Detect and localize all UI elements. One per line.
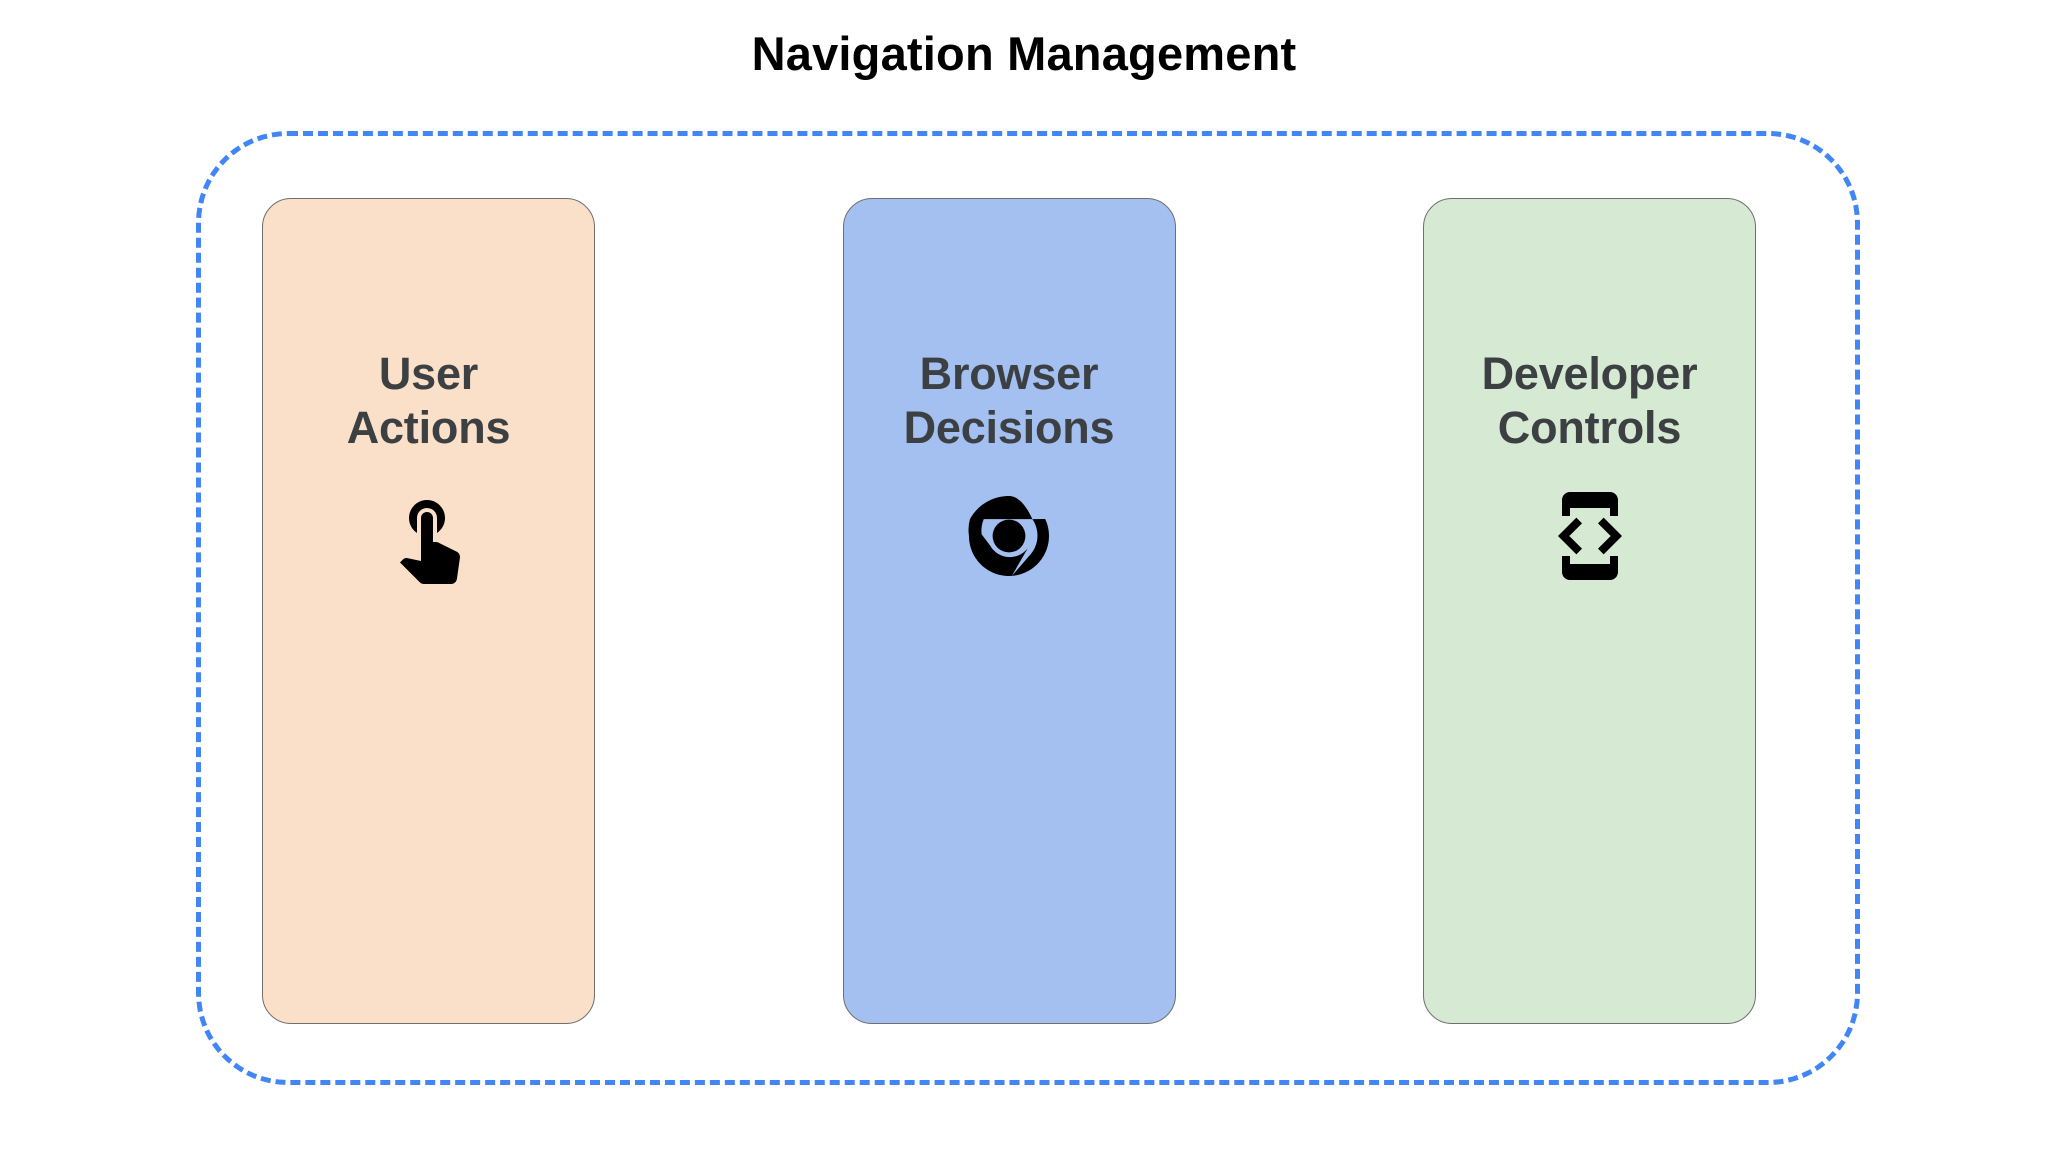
- card-developer-controls[interactable]: Developer Controls: [1423, 198, 1756, 1024]
- card-user-actions-content: User Actions: [263, 347, 594, 585]
- developer-mode-icon: [1542, 488, 1638, 584]
- chrome-logo-icon: [961, 488, 1057, 584]
- card-developer-controls-content: Developer Controls: [1424, 347, 1755, 584]
- touch-app-icon: [381, 488, 477, 585]
- card-user-actions[interactable]: User Actions: [262, 198, 595, 1024]
- card-developer-controls-label: Developer Controls: [1481, 348, 1698, 453]
- card-browser-decisions-content: Browser Decisions: [844, 347, 1175, 584]
- cards-row: User Actions Browser Decisions: [262, 198, 1756, 1024]
- card-browser-decisions-label: Browser Decisions: [903, 348, 1115, 453]
- card-browser-decisions[interactable]: Browser Decisions: [842, 198, 1176, 1024]
- page-title: Navigation Management: [751, 27, 1297, 80]
- navigation-management-group-container: [196, 131, 1860, 1085]
- card-user-actions-label: User Actions: [346, 348, 511, 453]
